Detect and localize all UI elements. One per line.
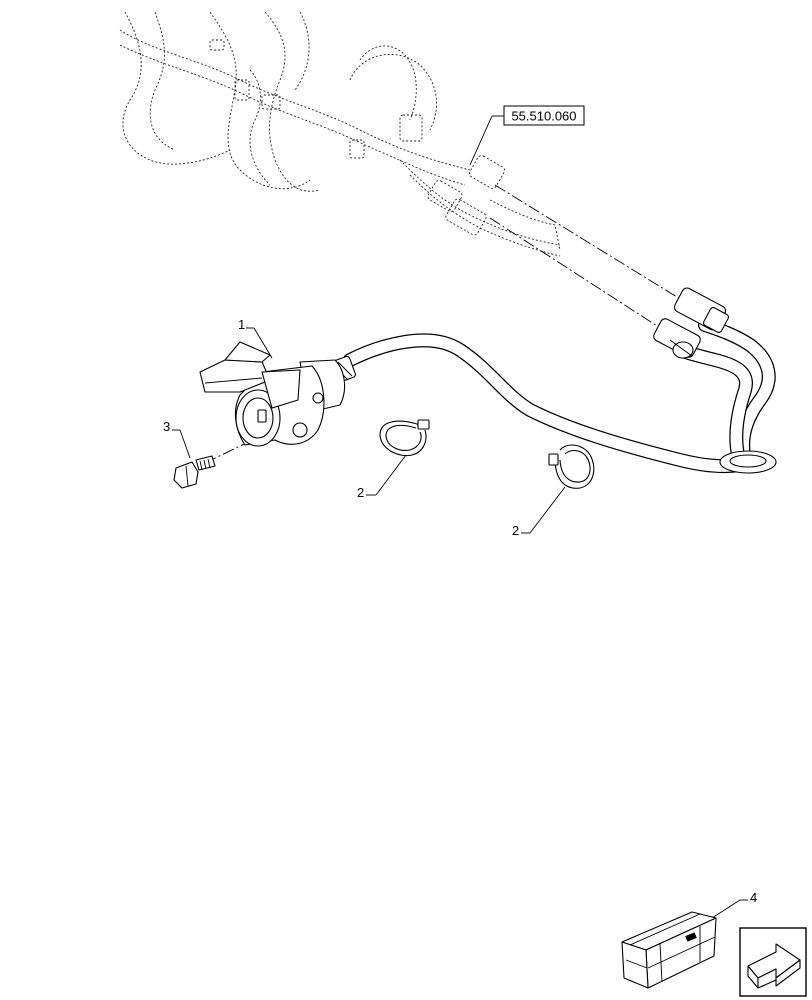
callout-2b: 2 <box>512 486 566 538</box>
callout-2b-label: 2 <box>512 523 519 538</box>
phantom-harness <box>119 11 561 257</box>
navigation-arrow-icon[interactable] <box>739 927 807 997</box>
kit-crate-icon <box>621 911 717 989</box>
callout-4-label: 4 <box>750 890 757 905</box>
callout-4: 4 <box>711 890 757 919</box>
reference-label: 55.510.060 <box>469 105 585 166</box>
callout-1: 1 <box>238 317 273 359</box>
callout-1-label: 1 <box>238 317 245 332</box>
callout-3-label: 3 <box>163 419 170 434</box>
callout-3: 3 <box>163 419 191 459</box>
connector-lower <box>653 318 701 359</box>
cable-clamp-icon <box>379 419 430 457</box>
callout-2a-label: 2 <box>357 485 364 500</box>
callout-2a: 2 <box>357 454 407 500</box>
connector-upper <box>673 287 730 334</box>
harness-cable <box>343 287 777 474</box>
reference-label-text: 55.510.060 <box>511 109 576 124</box>
bolt-icon <box>173 455 216 489</box>
socket-assembly-icon <box>199 341 356 447</box>
cable-clamp-icon <box>548 444 595 489</box>
